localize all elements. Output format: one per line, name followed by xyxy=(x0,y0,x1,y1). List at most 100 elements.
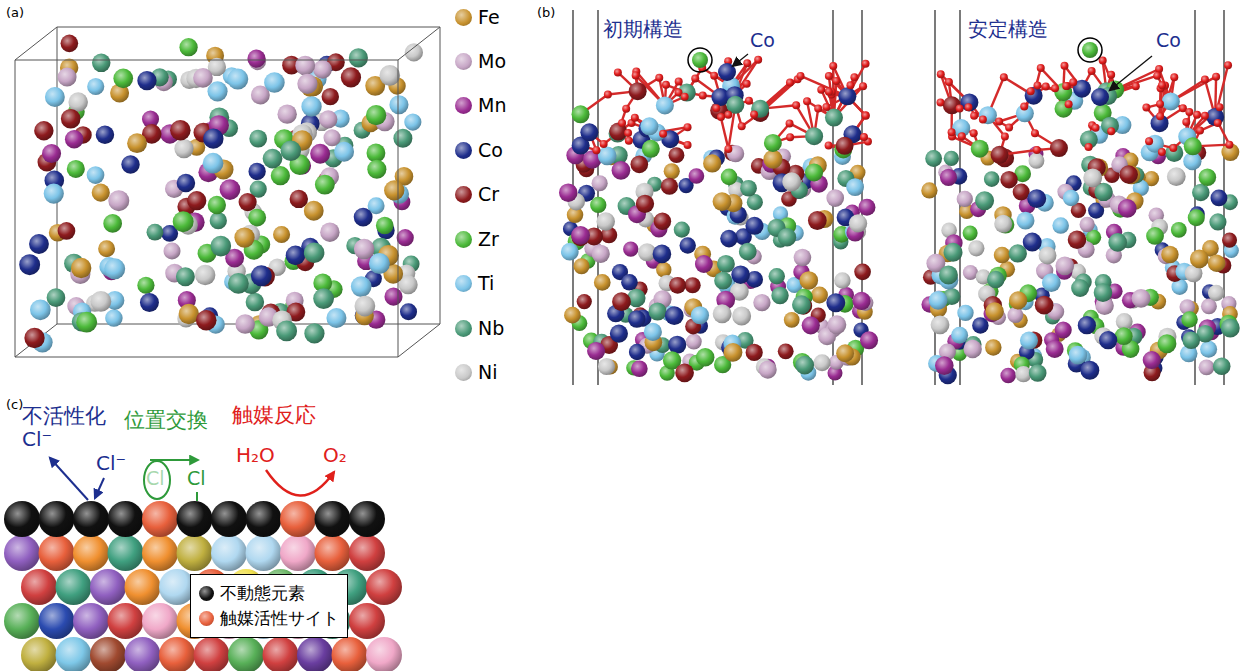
alloy-atom xyxy=(173,211,194,232)
legend-row: 不動態元素 xyxy=(199,582,339,605)
bulk-atom xyxy=(1167,167,1186,186)
oxygen-atom xyxy=(860,133,868,141)
oxygen-atom xyxy=(1020,103,1028,111)
bulk-atom xyxy=(564,307,581,324)
oxygen-atom xyxy=(822,103,830,111)
cell-edge xyxy=(398,60,399,357)
bulk-atom xyxy=(669,147,685,163)
oxygen-atom xyxy=(1062,82,1070,90)
text-label: H₂O xyxy=(236,444,275,467)
bulk-atom xyxy=(1046,340,1064,358)
alloy-atom xyxy=(384,180,404,200)
oxygen-atom xyxy=(600,140,608,148)
oxygen-atom xyxy=(1201,112,1209,120)
bulk-atom xyxy=(1063,190,1079,206)
oxygen-atom xyxy=(1170,73,1178,81)
bulk-atom xyxy=(1080,361,1099,380)
bulk-atom xyxy=(854,264,871,281)
marked-atom xyxy=(1082,42,1098,58)
bulk-atom xyxy=(940,169,957,186)
oxygen-atom xyxy=(958,132,966,140)
oxygen-atom xyxy=(825,88,833,96)
bulk-atom xyxy=(769,268,785,284)
sub-surface-atom xyxy=(73,603,109,639)
oxygen-atom xyxy=(850,73,858,81)
oxygen-atom xyxy=(803,97,811,105)
bulk-atom xyxy=(827,315,846,334)
oxygen-atom xyxy=(1216,103,1224,111)
alloy-atom xyxy=(297,74,317,94)
legend-text: Fe xyxy=(478,6,500,28)
alloy-atom xyxy=(384,288,402,306)
oxide-metal-atom xyxy=(1162,92,1180,110)
sub-surface-atom xyxy=(349,535,385,571)
bulk-atom xyxy=(1020,332,1038,350)
bulk-atom xyxy=(1181,311,1197,327)
bulk-atom xyxy=(994,215,1012,233)
bulk-atom xyxy=(1199,359,1215,375)
oxygen-atom xyxy=(859,82,867,90)
oxygen-atom xyxy=(675,77,683,85)
alloy-atom xyxy=(248,209,266,227)
text-label: Cl⁻ xyxy=(96,452,126,475)
oxygen-atom xyxy=(625,137,633,145)
oxygen-atom xyxy=(631,114,639,122)
bulk-atom xyxy=(963,265,978,280)
bulk-atom xyxy=(596,212,615,231)
exchange-ellipse xyxy=(144,461,170,499)
oxygen-atom xyxy=(817,86,825,94)
bulk-atom xyxy=(1132,289,1151,308)
oxygen-atom xyxy=(684,141,692,149)
alloy-atom xyxy=(196,310,217,331)
sub-surface-atom xyxy=(315,535,351,571)
cell-edge xyxy=(398,27,440,60)
bulk-atom xyxy=(860,331,878,349)
bulk-atom xyxy=(944,243,963,262)
legend-swatch xyxy=(455,364,472,381)
text-label: 初期構造 xyxy=(603,18,683,41)
oxide-metal-atom xyxy=(1101,117,1119,135)
sub-surface-atom xyxy=(211,535,247,571)
alloy-atom xyxy=(24,328,44,348)
alloy-atom xyxy=(208,196,226,214)
alloy-atom xyxy=(65,130,83,148)
bulk-atom xyxy=(713,192,732,211)
legend-text: Co xyxy=(478,139,503,161)
oxygen-atom xyxy=(592,146,600,154)
alloy-atom xyxy=(113,69,133,89)
bulk-atom xyxy=(717,255,735,273)
bulk-atom xyxy=(629,344,645,360)
alloy-atom xyxy=(367,160,386,179)
oxygen-atom xyxy=(724,145,732,153)
bulk-atom xyxy=(826,189,844,207)
legend-row: Nb xyxy=(455,317,504,339)
bulk-atom xyxy=(1083,168,1102,187)
sub-surface-atom xyxy=(125,637,161,671)
oxide-metal-atom xyxy=(764,134,782,152)
active-site-atom xyxy=(142,501,178,537)
oxygen-atom xyxy=(754,56,762,64)
alloy-atom xyxy=(310,144,330,164)
cell-edge xyxy=(15,324,57,357)
sub-surface-atom xyxy=(108,603,144,639)
bulk-atom xyxy=(695,255,713,273)
oxygen-atom xyxy=(1107,127,1115,135)
oxide-metal-atom xyxy=(629,82,647,100)
sub-surface-atom xyxy=(73,535,109,571)
text-label: 安定構造 xyxy=(968,18,1048,41)
oxygen-atom xyxy=(1088,67,1096,75)
oxygen-atom xyxy=(945,78,953,86)
bulk-atom xyxy=(799,271,818,290)
bulk-atom xyxy=(636,195,654,213)
passive-atom xyxy=(4,501,40,537)
bulk-atom xyxy=(1146,227,1164,245)
sub-surface-atom xyxy=(332,637,368,671)
alloy-atom xyxy=(71,258,91,278)
legend-swatch xyxy=(455,186,472,203)
oxygen-atom xyxy=(956,104,964,112)
passive-atom xyxy=(349,501,385,537)
alloy-atom xyxy=(246,293,265,312)
oxygen-atom xyxy=(699,91,707,99)
legend-text: Ni xyxy=(478,361,498,383)
alloy-atom xyxy=(67,160,85,178)
